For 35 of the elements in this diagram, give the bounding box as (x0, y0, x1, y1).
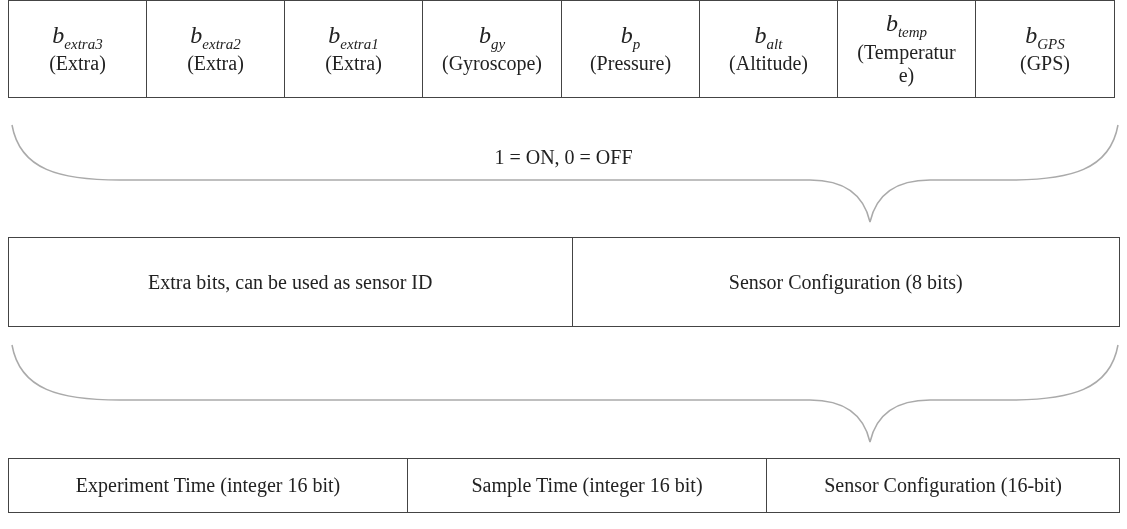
bit-field-cell (766, 458, 1120, 513)
bit-description: (Extra) (49, 52, 106, 76)
bit-symbol: b$_{extra3}$ (52, 22, 103, 53)
bit-field-cell (8, 0, 147, 98)
bit-field-cell (837, 0, 976, 98)
bit-description: (Extra) (187, 52, 244, 76)
bit-field-cell (284, 0, 423, 98)
field-label: Experiment Time (integer 16 bit) (75, 474, 341, 497)
bit-field-cell (561, 0, 700, 98)
bit-description: (Temperature) (856, 40, 957, 87)
bit-field-cell (407, 458, 767, 513)
bit-field-cell (571, 237, 1120, 327)
note-text: 1 = ON, 0 = OFF (493, 146, 634, 169)
bit-field-cell (8, 237, 573, 327)
bit-description: (Gyroscope) (442, 52, 542, 76)
bit-field-cell (422, 0, 562, 98)
bit-symbol: b$_{temp}$ (885, 11, 928, 41)
bit-description: (GPS) (1020, 52, 1070, 76)
bit-field-cell (8, 458, 408, 513)
bit-symbol: b$_{extra2}$ (190, 22, 241, 53)
bit-symbol: b$_{gy}$ (478, 22, 506, 53)
bit-symbol: b$_{alt}$ (754, 22, 783, 53)
bit-field-cell (975, 0, 1115, 98)
field-label: Sensor Configuration (8 bits) (728, 270, 963, 294)
field-label: Sensor Configuration (16-bit) (824, 474, 1062, 497)
bit-field-cell (146, 0, 285, 98)
bit-symbol: b$_{p}$ (620, 22, 641, 53)
bit-symbol: b$_{GPS}$ (1025, 22, 1065, 53)
bit-description: (Pressure) (589, 52, 672, 76)
bit-description: (Altitude) (729, 52, 808, 76)
bit-field-cell (699, 0, 838, 98)
field-label: Extra bits, can be used as sensor ID (148, 270, 433, 294)
bit-symbol: b$_{extra1}$ (328, 22, 379, 53)
bit-description: (Extra) (325, 52, 382, 76)
field-label: Sample Time (integer 16 bit) (471, 474, 703, 497)
